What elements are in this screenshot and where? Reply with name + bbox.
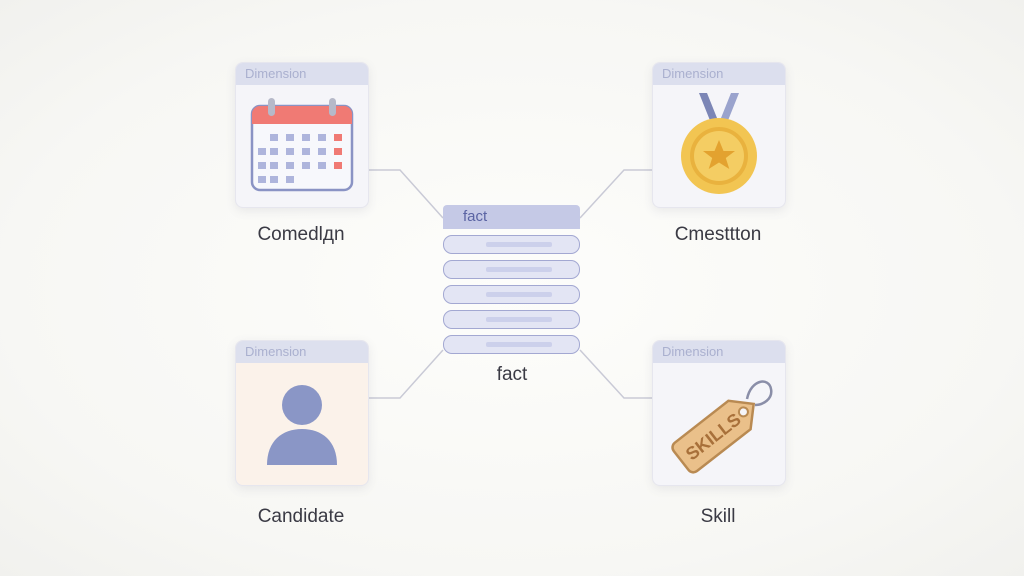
fact-row bbox=[443, 260, 580, 279]
card-tab: Dimension bbox=[236, 63, 368, 85]
fact-label: fact bbox=[496, 364, 528, 385]
fact-table[interactable]: fact bbox=[443, 205, 580, 354]
dimension-card-bottom-right[interactable]: Dimension SKILLS bbox=[652, 340, 786, 486]
card-tab: Dimension bbox=[236, 341, 368, 363]
node-label-bottom-left: Candidate bbox=[257, 506, 345, 527]
connector-bottom-left bbox=[368, 349, 444, 399]
connector-bottom-right bbox=[579, 349, 652, 399]
card-tab: Dimension bbox=[653, 63, 785, 85]
tag-icon: SKILLS bbox=[671, 380, 773, 474]
connector-top-left bbox=[368, 169, 444, 219]
fact-row bbox=[443, 335, 580, 354]
node-label-top-left: Comedlдn bbox=[257, 224, 345, 245]
fact-table-header: fact bbox=[443, 205, 580, 229]
fact-row bbox=[443, 310, 580, 329]
node-label-top-right: Cmesttton bbox=[674, 224, 762, 245]
fact-row bbox=[443, 285, 580, 304]
card-tab: Dimension bbox=[653, 341, 785, 363]
calendar-icon bbox=[250, 98, 354, 192]
dimension-card-top-left[interactable]: Dimension bbox=[235, 62, 369, 208]
person-icon bbox=[267, 385, 337, 465]
dimension-card-bottom-left[interactable]: Dimension bbox=[235, 340, 369, 486]
fact-row bbox=[443, 235, 580, 254]
connector-top-right bbox=[579, 169, 652, 219]
dimension-card-top-right[interactable]: Dimension bbox=[652, 62, 786, 208]
node-label-bottom-right: Skill bbox=[700, 506, 736, 527]
medal-icon bbox=[681, 93, 757, 194]
